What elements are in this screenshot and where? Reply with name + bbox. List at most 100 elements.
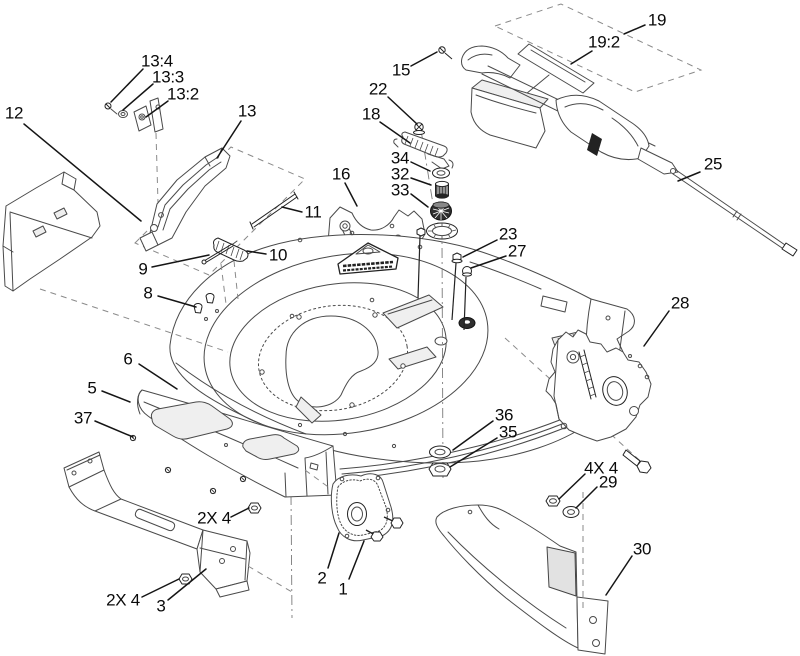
leader-9 bbox=[151, 254, 210, 268]
nut-2x4-lower bbox=[178, 573, 193, 585]
leader-11 bbox=[281, 206, 303, 213]
part-label-29: 29 bbox=[598, 472, 618, 492]
handle-assembly-19 bbox=[461, 3, 703, 175]
leader-13-3 bbox=[122, 83, 154, 111]
part-label-22: 22 bbox=[368, 79, 388, 99]
gear-33 bbox=[430, 201, 452, 221]
part-label-32: 32 bbox=[390, 164, 410, 184]
leader-19-2 bbox=[570, 50, 593, 65]
bolt-28 bbox=[622, 449, 652, 474]
part-label-5: 5 bbox=[87, 378, 97, 398]
leader-2 bbox=[327, 532, 340, 569]
leader-4x4 bbox=[558, 473, 586, 500]
leader-18 bbox=[379, 121, 411, 144]
part-label-28: 28 bbox=[670, 293, 690, 313]
warning-decal bbox=[337, 242, 399, 275]
leader-3 bbox=[167, 568, 207, 601]
part-label-18: 18 bbox=[361, 104, 381, 124]
part-label-30: 30 bbox=[632, 539, 652, 559]
bolts-1 bbox=[365, 516, 404, 542]
cable-25 bbox=[670, 168, 798, 257]
leader-35 bbox=[449, 437, 498, 468]
bolt-upper bbox=[416, 227, 426, 299]
leader-13-4 bbox=[110, 68, 144, 103]
leader-36 bbox=[452, 420, 494, 451]
bolt-23 bbox=[451, 252, 463, 321]
part-label-13-3: 13:3 bbox=[152, 67, 184, 87]
leader-12 bbox=[23, 123, 142, 222]
leader-32 bbox=[410, 177, 432, 186]
part-label-11: 11 bbox=[304, 202, 322, 222]
part-label-6: 6 bbox=[123, 349, 133, 369]
leader-19 bbox=[623, 24, 646, 35]
deck-center-hole bbox=[285, 315, 379, 408]
part-label-2x4-upper: 2X 4 bbox=[197, 508, 231, 528]
part-label-16: 16 bbox=[331, 164, 351, 184]
pin-9 bbox=[201, 240, 238, 265]
leader-29 bbox=[575, 486, 598, 509]
nut-35 bbox=[428, 462, 452, 477]
leader-8 bbox=[157, 295, 197, 308]
part-label-19: 19 bbox=[647, 10, 667, 30]
cover-plate-28 bbox=[545, 329, 652, 442]
part-label-35: 35 bbox=[498, 422, 518, 442]
part-label-36: 36 bbox=[494, 405, 514, 425]
screw-37 bbox=[129, 434, 247, 495]
side-plate-2 bbox=[330, 473, 394, 542]
leader-10 bbox=[246, 250, 267, 255]
leader-lines bbox=[23, 24, 701, 601]
leader-13-2 bbox=[145, 100, 169, 118]
washer-34 bbox=[432, 167, 450, 179]
rod-11 bbox=[249, 191, 299, 230]
part-label-23: 23 bbox=[498, 224, 518, 244]
washer-36 bbox=[429, 445, 451, 459]
leader-1 bbox=[348, 540, 365, 580]
nut-2x4-upper bbox=[247, 502, 262, 514]
clip-8 bbox=[193, 293, 219, 321]
part-label-10: 10 bbox=[268, 245, 288, 265]
bolt-27 bbox=[462, 266, 472, 331]
part-label-13-2: 13:2 bbox=[167, 84, 199, 104]
bumper-cutout bbox=[150, 401, 233, 440]
leader-22 bbox=[387, 96, 418, 125]
nut-4x4-right bbox=[545, 495, 561, 507]
washer-29 bbox=[562, 506, 580, 518]
part-label-34: 34 bbox=[390, 148, 410, 168]
part-label-25: 25 bbox=[703, 154, 723, 174]
part-label-33: 33 bbox=[390, 180, 410, 200]
part-label-13: 13 bbox=[237, 101, 257, 121]
part-label-1: 1 bbox=[338, 579, 348, 599]
chute-assembly-13 bbox=[134, 146, 306, 276]
leader-37 bbox=[94, 420, 134, 438]
side-chute-12 bbox=[2, 171, 101, 292]
support-bracket-3 bbox=[63, 451, 293, 598]
part-label-2: 2 bbox=[317, 568, 327, 588]
rear-housing-30 bbox=[435, 492, 609, 655]
bearing-ring bbox=[426, 222, 458, 240]
part-label-37: 37 bbox=[73, 408, 93, 428]
leader-5 bbox=[101, 390, 131, 403]
spring-10 bbox=[213, 237, 249, 262]
leader-6 bbox=[138, 363, 178, 390]
part-label-2x4-lower: 2X 4 bbox=[106, 590, 140, 610]
part-label-15: 15 bbox=[391, 60, 411, 80]
leader-27 bbox=[470, 255, 507, 269]
leader-2x4-b bbox=[141, 578, 180, 598]
leader-15 bbox=[410, 51, 438, 67]
part-label-19-2: 19:2 bbox=[588, 32, 620, 52]
bumper-cutout bbox=[242, 434, 300, 460]
leader-34 bbox=[410, 161, 431, 172]
part-label-8: 8 bbox=[143, 283, 153, 303]
leader-23 bbox=[462, 239, 498, 258]
part-label-9: 9 bbox=[138, 259, 148, 279]
centerline-blade-axis bbox=[420, 129, 444, 479]
screw-15 bbox=[438, 46, 453, 60]
leader-28 bbox=[643, 310, 670, 347]
pinion-32 bbox=[435, 180, 449, 199]
part-label-13-4: 13:4 bbox=[141, 51, 173, 71]
hinge-hardware-13x bbox=[104, 97, 164, 239]
leader-13 bbox=[216, 120, 242, 159]
bail-lever-18 bbox=[393, 131, 454, 170]
